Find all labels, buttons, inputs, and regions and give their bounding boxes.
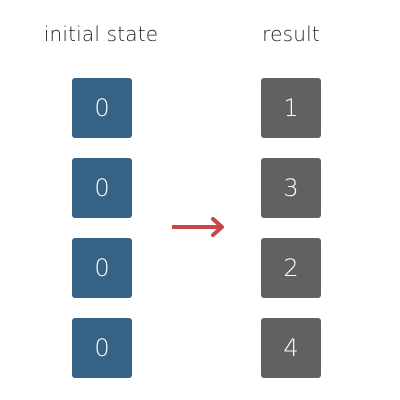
initial-cell-1: 0 [72,78,132,138]
initial-state-heading: initial state [43,22,159,46]
right-arrow-icon [172,217,224,237]
result-cell-1: 1 [261,78,321,138]
result-cell-3: 2 [261,238,321,298]
result-column: 1 3 2 4 [261,78,321,398]
result-cell-2: 3 [261,158,321,218]
initial-cell-2: 0 [72,158,132,218]
initial-cell-3: 0 [72,238,132,298]
result-heading: result [262,22,320,46]
initial-cell-4: 0 [72,318,132,378]
result-cell-4: 4 [261,318,321,378]
initial-state-column: 0 0 0 0 [72,78,132,398]
